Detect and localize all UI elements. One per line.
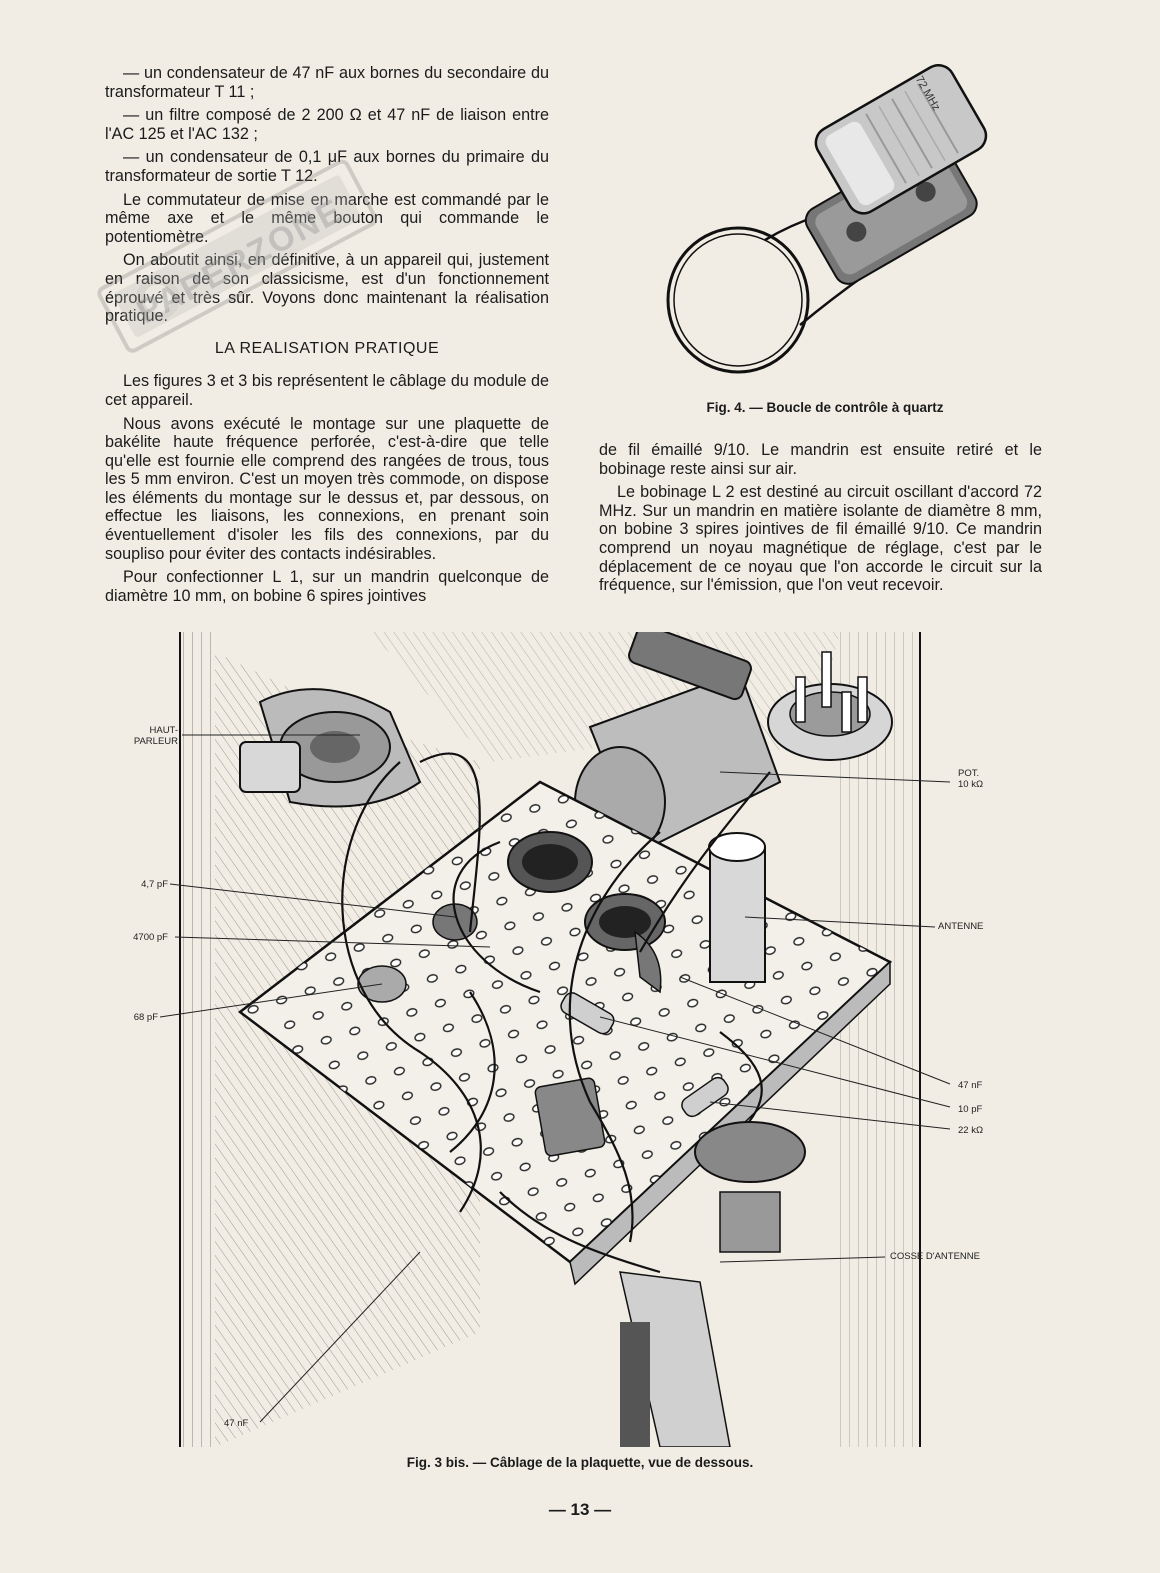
- paragraph: On aboutit ainsi, en définitive, à un ap…: [105, 251, 549, 325]
- paragraph: Pour confectionner L 1, sur un mandrin q…: [105, 568, 549, 605]
- paragraph: — un condensateur de 0,1 μF aux bornes d…: [105, 148, 549, 185]
- paragraph: Le commutateur de mise en marche est com…: [105, 190, 549, 246]
- label-leader-lines: [159, 734, 951, 1423]
- label-haut-parleur: HAUT- PARLEUR: [110, 725, 178, 747]
- label-22kohm: 22 kΩ: [958, 1125, 984, 1136]
- speaker-drawing: [239, 688, 422, 808]
- paragraph: de fil émaillé 9/10. Le mandrin est ensu…: [599, 441, 1042, 478]
- figure-3bis-wiring-illustration: [159, 632, 965, 1447]
- label-10pf: 10 pF: [958, 1104, 983, 1115]
- label-haut-parleur-line2: PARLEUR: [133, 736, 178, 747]
- label-pot: POT. 10 kΩ: [958, 768, 983, 790]
- right-text-column: de fil émaillé 9/10. Le mandrin est ensu…: [599, 441, 1042, 600]
- coil-forms-drawing: [507, 831, 766, 983]
- paragraph: Nous avons exécuté le montage sur une pl…: [105, 414, 549, 563]
- label-cosse-antenne: COSSE D'ANTENNE: [890, 1251, 980, 1262]
- paragraph: Le bobinage L 2 est destiné au circuit o…: [599, 483, 1042, 595]
- label-4700pf: 4700 pF: [133, 932, 168, 943]
- section-heading: LA REALISATION PRATIQUE: [214, 339, 440, 357]
- figure-4-caption: Fig. 4. — Boucle de contrôle à quartz: [706, 400, 944, 415]
- left-text-column: — un condensateur de 47 nF aux bornes du…: [105, 64, 549, 610]
- paragraph: — un filtre composé de 2 200 Ω et 47 nF …: [105, 106, 549, 143]
- label-haut-parleur-line1: HAUT-: [149, 725, 179, 736]
- label-4-7pf: 4,7 pF: [141, 879, 168, 890]
- figure-3bis-caption: Fig. 3 bis. — Câblage de la plaquette, v…: [406, 1455, 754, 1470]
- paragraph: Les figures 3 et 3 bis représentent le c…: [105, 372, 549, 409]
- label-pot-line1: POT.: [958, 768, 980, 779]
- figure-4-quartz-loop: 72 MHz: [666, 63, 988, 374]
- paragraph: — un condensateur de 47 nF aux bornes du…: [105, 64, 549, 101]
- label-pot-line2: 10 kΩ: [958, 779, 984, 790]
- watermark-stamp: PAPERZONE: [97, 159, 378, 353]
- label-47nf-bottom: 47 nF: [224, 1418, 249, 1429]
- label-47nf: 47 nF: [958, 1080, 983, 1091]
- label-68pf: 68 pF: [133, 1012, 158, 1023]
- label-antenne: ANTENNE: [938, 921, 984, 932]
- tube-socket-drawing: [767, 651, 893, 761]
- watermark-text: PAPERZONE: [131, 191, 349, 331]
- page-number: — 13 —: [548, 1500, 612, 1519]
- lower-hardware-drawing: [619, 1121, 806, 1447]
- wires-drawing: [341, 752, 771, 1274]
